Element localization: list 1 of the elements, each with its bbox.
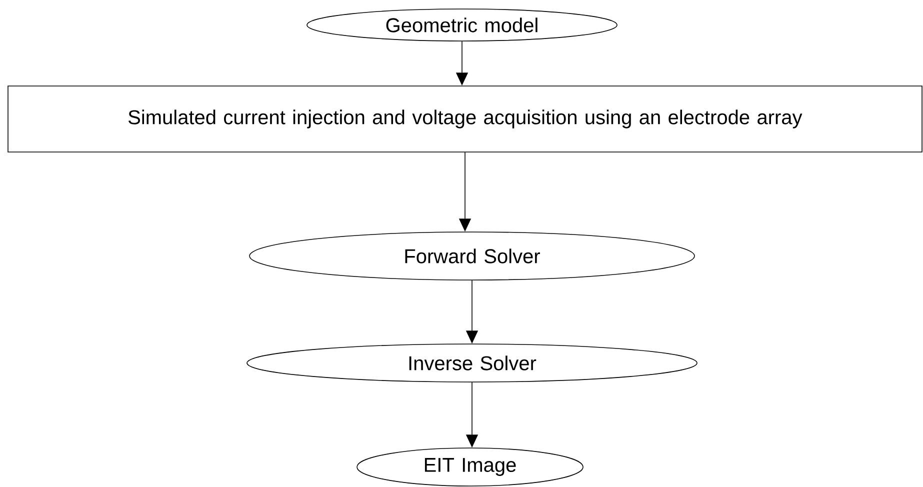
process-box: Simulated current injection and voltage acquisition using an electrode array <box>8 86 922 152</box>
